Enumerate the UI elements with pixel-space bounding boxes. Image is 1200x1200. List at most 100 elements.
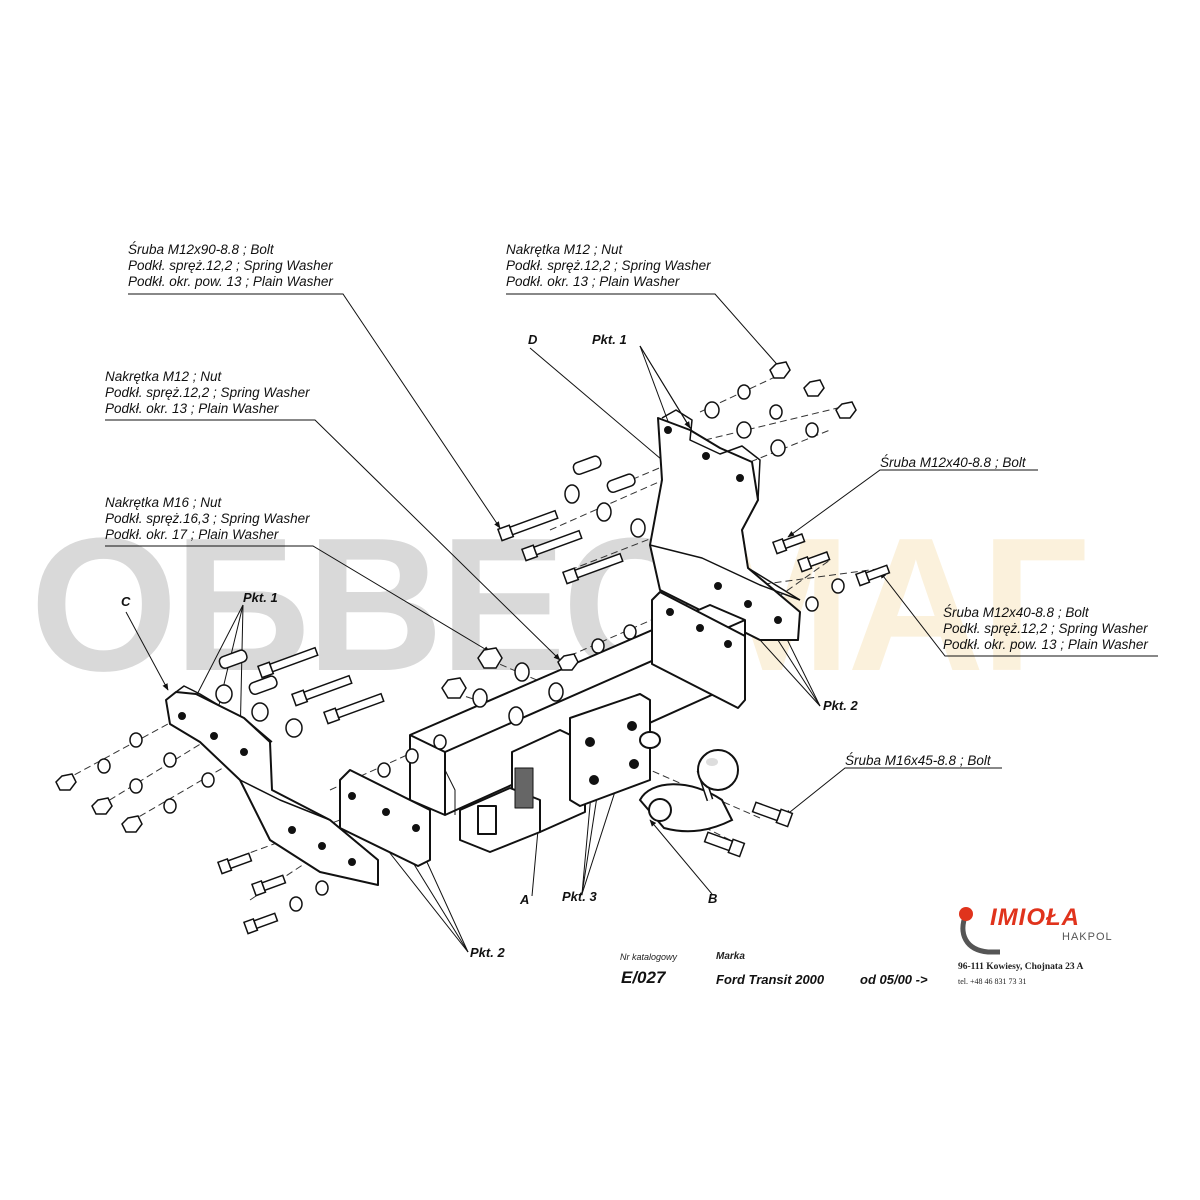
washer [315,880,329,896]
bolt [218,649,248,669]
callout-line: Śruba M12x90-8.8 ; Bolt [128,242,274,257]
catalog-number: E/027 [621,968,666,987]
leader-b [649,819,713,895]
callout-line: Podkł. spręż.12,2 ; Spring Washer [128,258,333,273]
leader-nut-m12-left [105,419,561,661]
nut [557,653,579,671]
bolt [796,551,831,573]
company-logo: IMIOŁA [990,904,1080,931]
make-label: Marka [716,951,745,962]
part-letter-c: C [121,594,131,609]
callout-bolt-m16x45: Śruba M16x45-8.8 ; Bolt [845,753,991,769]
washer [831,578,845,594]
bolts [216,455,891,935]
tag-pkt1-left: Pkt. 1 [243,590,278,605]
nut [441,677,467,699]
callout-line: Podkł. okr. 17 ; Plain Washer [105,527,279,542]
callout-line: Podkł. spręż.16,3 ; Spring Washer [105,511,310,526]
company-logo-mark [959,907,1000,955]
bracket-c [165,685,379,886]
washer [591,638,605,654]
bolt [496,509,559,542]
leader-bolt-m12x90 [128,293,501,529]
nut [803,379,825,397]
washer [472,688,488,708]
bolt [290,674,353,707]
washer [564,484,580,504]
callout-line: Podkł. okr. 13 ; Plain Washer [105,401,279,416]
washer [377,762,391,778]
bolt [771,533,806,555]
bolt [216,852,253,875]
part-letter-b: B [708,891,718,906]
washer [163,752,177,768]
washer [163,798,177,814]
callout-bolt-m12x40-b: Śruba M12x40-8.8 ; Bolt Podkł. spręż.12,… [943,605,1148,653]
callout-line: Podkł. spręż.12,2 ; Spring Washer [943,621,1148,636]
callout-line: Podkł. okr. pow. 13 ; Plain Washer [128,274,333,289]
washer [201,772,215,788]
central-plate [459,693,651,853]
callout-bolt-m12x90: Śruba M12x90-8.8 ; Bolt Podkł. spręż.12,… [128,242,333,290]
callout-line: Podkł. spręż.12,2 ; Spring Washer [105,385,310,400]
washer [770,439,786,457]
bolt [520,529,583,562]
nut [835,401,857,419]
leader-d [529,347,669,466]
bolt [703,831,746,858]
nut [477,647,503,669]
callout-line: Nakrętka M12 ; Nut [105,369,222,384]
washer [251,702,269,722]
bolt [242,912,279,935]
callout-line: Śruba M12x40-8.8 ; Bolt [943,605,1089,620]
bolt [250,874,287,897]
bracket-d [649,409,801,641]
washer [737,384,751,400]
tag-pkt2-bottom: Pkt. 2 [470,945,505,960]
watermark: ОБВЕСМАГ [30,510,1088,700]
callout-nut-m16: Nakrętka M16 ; Nut Podkł. spręż.16,3 ; S… [105,495,310,543]
washer [405,748,419,764]
callout-line: Podkł. okr. pow. 13 ; Plain Washer [943,637,1148,652]
bolt [572,455,602,475]
production-from: od 05/00 -> [860,972,928,987]
nut [91,797,113,815]
bolt [322,692,385,725]
crossbar [339,591,746,867]
leader-pkt3-1 [581,789,600,895]
nut [769,361,791,379]
nut [55,773,77,791]
callout-line: Nakrętka M16 ; Nut [105,495,222,510]
washer [97,758,111,774]
washer [596,502,612,522]
callout-line: Podkł. okr. 13 ; Plain Washer [506,274,680,289]
leader-c [125,611,169,691]
part-letter-d: D [528,332,538,347]
bolt [606,473,636,493]
washer [285,718,303,738]
callout-nut-m12-left: Nakrętka M12 ; Nut Podkł. spręż.12,2 ; S… [105,369,310,417]
towball [638,731,739,833]
washer [805,596,819,612]
washer [514,662,530,682]
leader-nut-m16 [105,545,491,653]
washer [508,706,524,726]
callout-line: Śruba M12x40-8.8 ; Bolt [880,455,1026,470]
nuts-and-washers [55,361,857,912]
leader-bolt-m12x40-b [879,571,1158,657]
company-phone: tel. +48 46 831 73 31 [958,977,1027,986]
tag-pkt1-top: Pkt. 1 [592,332,627,347]
washer [704,401,720,419]
leader-bolt-m16x45 [784,767,1002,817]
callout-bolt-m12x40-a: Śruba M12x40-8.8 ; Bolt [880,455,1026,471]
callout-line: Podkł. spręż.12,2 ; Spring Washer [506,258,711,273]
company-address: 96-111 Kowiesy, Chojnata 23 A [958,962,1084,972]
callout-line: Śruba M16x45-8.8 ; Bolt [845,753,991,768]
bolt [256,646,319,679]
leader-pkt1-top-3 [639,345,673,433]
washer [289,896,303,912]
washer [215,684,233,704]
washer [769,404,783,420]
washer [736,421,752,439]
